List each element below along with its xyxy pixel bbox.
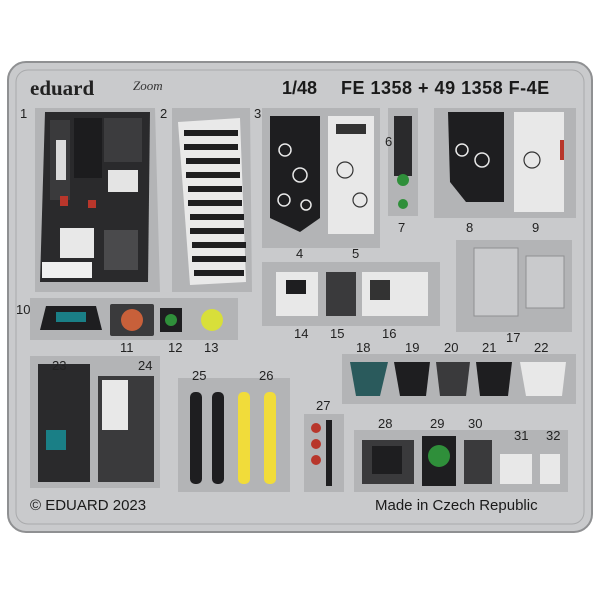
part-number-label: 4 xyxy=(296,246,304,261)
part-number-label: 9 xyxy=(532,220,540,235)
part-28-32-row xyxy=(354,430,568,492)
part-number-label: 20 xyxy=(444,340,459,355)
part-number-label: 13 xyxy=(204,340,219,355)
part-number-label: 3 xyxy=(254,106,262,121)
part-number-label: 28 xyxy=(378,416,393,431)
part-number-label: 12 xyxy=(168,340,183,355)
product-code: FE 1358 + 49 1358 F-4E xyxy=(341,78,550,98)
part-number-label: 21 xyxy=(482,340,497,355)
part-number-label: 25 xyxy=(192,368,207,383)
sheet-inner-border xyxy=(15,69,585,525)
part-10-13-row xyxy=(30,298,238,340)
part-2-switch-panel xyxy=(172,108,252,292)
part-17-panel xyxy=(456,240,572,332)
part-18-22-row xyxy=(342,354,576,404)
part-8-9-rear-panel xyxy=(434,108,576,218)
part-27-levers xyxy=(304,414,344,492)
part-number-label: 17 xyxy=(506,330,521,345)
origin-text: Made in Czech Republic xyxy=(375,497,538,514)
part-1-left-console xyxy=(35,108,160,292)
part-number-label: 22 xyxy=(534,340,549,355)
part-number-label: 8 xyxy=(466,220,474,235)
brand-logo: eduard xyxy=(30,76,95,100)
part-3-instrument-panel xyxy=(262,108,380,248)
part-number-label: 16 xyxy=(382,326,397,341)
part-number-label: 23 xyxy=(52,358,67,373)
part-number-label: 32 xyxy=(546,428,561,443)
part-number-label: 14 xyxy=(294,326,309,341)
copyright-text: © EDUARD 2023 xyxy=(30,497,147,514)
part-number-label: 19 xyxy=(405,340,420,355)
part-25-26-harness xyxy=(178,378,290,492)
part-number-label: 15 xyxy=(330,326,345,341)
part-number-label: 31 xyxy=(514,428,529,443)
part-number-label: 6 xyxy=(385,134,393,149)
part-number-label: 18 xyxy=(356,340,371,355)
part-number-label: 29 xyxy=(430,416,445,431)
part-number-label: 26 xyxy=(259,368,274,383)
part-number-label: 27 xyxy=(316,398,331,413)
part-6-7-strip xyxy=(388,108,418,216)
part-number-label: 24 xyxy=(138,358,153,373)
part-23-24-panels xyxy=(30,356,160,488)
scale-label: 1/48 xyxy=(282,78,318,98)
product-line-logo: Zoom xyxy=(133,78,163,93)
part-number-label: 5 xyxy=(352,246,360,261)
part-number-label: 7 xyxy=(398,220,406,235)
part-number-label: 11 xyxy=(120,340,134,355)
part-number-label: 10 xyxy=(16,302,31,317)
part-number-label: 2 xyxy=(160,106,168,121)
part-number-label: 1 xyxy=(20,106,28,121)
part-14-16-row xyxy=(262,262,440,326)
part-number-label: 30 xyxy=(468,416,483,431)
